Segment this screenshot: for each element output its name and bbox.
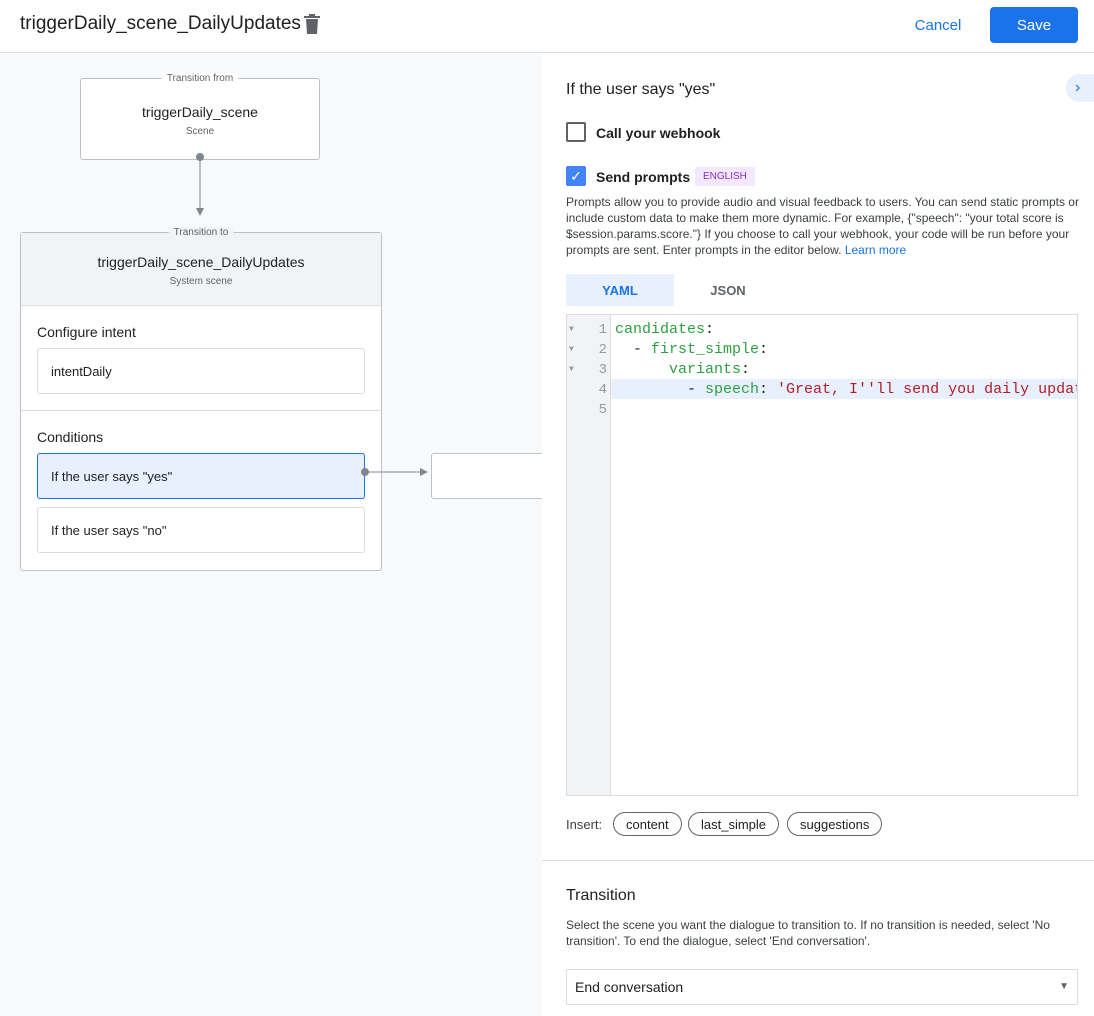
code-lines: candidates: - first_simple: variants: - … (615, 321, 1077, 398)
code-editor[interactable]: ▼1 ▼2 ▼3 4 5 candidates: - first_simple:… (566, 314, 1078, 796)
condition-no[interactable]: If the user says "no" (37, 507, 365, 553)
intent-item[interactable]: intentDaily (37, 348, 365, 394)
from-scene-type: Scene (185, 126, 215, 137)
header: triggerDaily_scene_DailyUpdates Cancel S… (0, 0, 1094, 53)
cancel-button[interactable]: Cancel (914, 16, 962, 34)
insert-label: Insert: (566, 817, 603, 832)
condition-panel: › If the user says "yes" Call your webho… (542, 54, 1094, 1016)
conditions-heading: Conditions (37, 429, 104, 445)
transition-to-label: Transition to (168, 227, 234, 238)
line-number: 3 (598, 362, 607, 378)
connector-arrow (196, 153, 204, 216)
transition-from-label: Transition from (161, 73, 239, 84)
send-prompts-checkbox[interactable]: ✓ (566, 166, 586, 186)
insert-chip-last-simple[interactable]: last_simple (688, 812, 780, 836)
webhook-label: Call your webhook (596, 125, 721, 141)
flow-canvas: Transition from triggerDaily_scene Scene… (0, 54, 542, 1016)
transition-to-node: Transition to triggerDaily_scene_DailyUp… (20, 227, 382, 571)
tab-json[interactable]: JSON (710, 282, 746, 298)
condition-yes[interactable]: If the user says "yes" (37, 453, 365, 499)
insert-chip-suggestions[interactable]: suggestions (787, 812, 883, 836)
transition-heading: Transition (566, 887, 636, 904)
prompts-description: Prompts allow you to provide audio and v… (566, 195, 1079, 257)
webhook-checkbox[interactable] (566, 122, 586, 142)
line-number: 2 (598, 342, 607, 358)
target-node[interactable] (431, 453, 542, 499)
insert-chip-content[interactable]: content (613, 812, 682, 836)
tab-yaml[interactable]: YAML (566, 274, 674, 306)
dropdown-arrow-icon: ▼ (1059, 981, 1069, 992)
language-badge: ENGLISH (695, 167, 755, 186)
transition-from-node[interactable]: Transition from triggerDaily_scene Scene (80, 73, 320, 160)
transition-select[interactable]: End conversation▼ (566, 969, 1078, 1005)
from-scene-name: triggerDaily_scene (142, 104, 258, 120)
page-title: triggerDaily_scene_DailyUpdates (20, 13, 301, 34)
to-scene-name: triggerDaily_scene_DailyUpdates (97, 254, 305, 270)
line-number: 1 (598, 322, 607, 338)
line-number: 5 (598, 402, 607, 418)
transition-description: Select the scene you want the dialogue t… (566, 918, 1050, 948)
collapse-panel-chevron-icon[interactable]: › (1066, 74, 1094, 102)
save-button[interactable]: Save (990, 7, 1078, 43)
send-prompts-label: Send prompts (596, 169, 691, 185)
learn-more-link[interactable]: Learn more (844, 243, 907, 257)
panel-heading: If the user says "yes" (566, 81, 716, 98)
trash-icon[interactable] (304, 14, 320, 34)
condition-connector (361, 468, 428, 476)
line-number: 4 (598, 382, 607, 398)
to-scene-type: System scene (169, 276, 233, 287)
configure-intent-heading: Configure intent (37, 324, 136, 340)
